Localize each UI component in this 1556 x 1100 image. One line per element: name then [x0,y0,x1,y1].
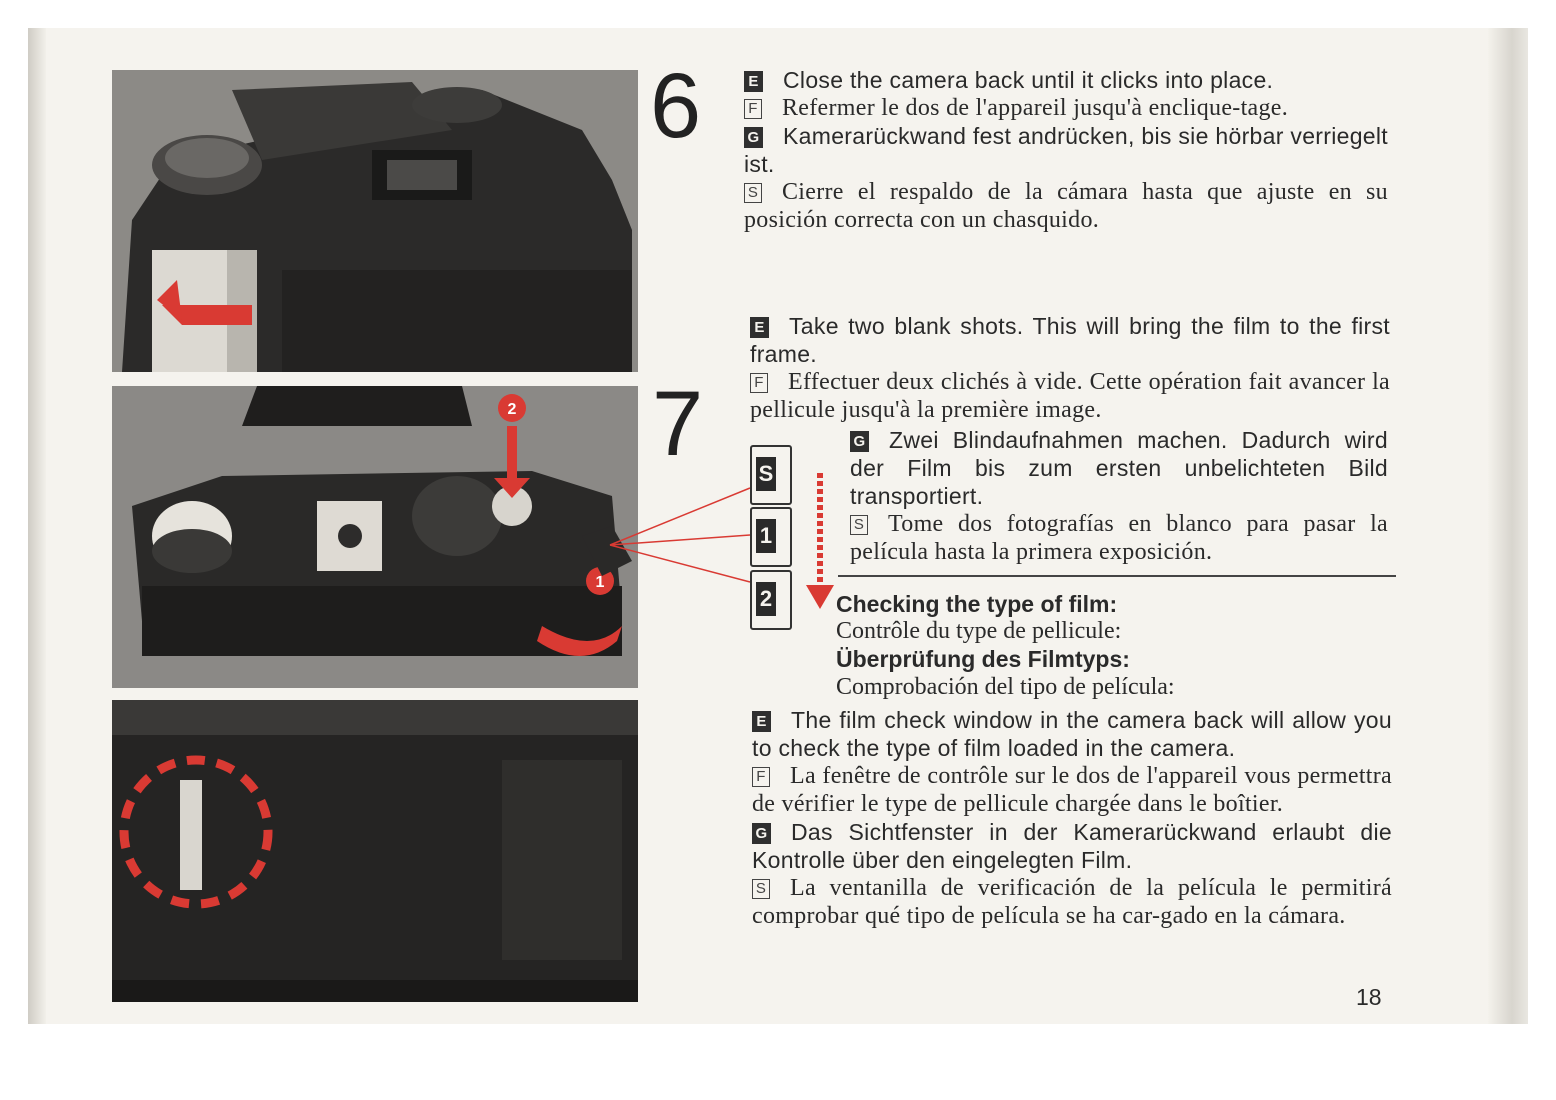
page-number: 18 [1356,984,1382,1010]
step6-f-text: Refermer le dos de l'appareil jusqu'à en… [782,95,1289,121]
step7-f-text: Effectuer deux clichés à vide. Cette opé… [750,369,1390,423]
counter-frame-2: 2 [750,570,792,630]
check-heading-f: Contrôle du type de pellicule: [836,618,1122,644]
check-heading-s: Comprobación del tipo de película: [836,674,1175,700]
check-s-text: La ventanilla de verificación de la pelí… [752,875,1392,929]
lang-badge-e: E [744,71,763,92]
step-number-6: 6 [650,55,702,157]
step7-s-text: Tome dos fotografías en blanco para pasa… [850,511,1388,565]
step6-text: E Close the camera back until it clicks i… [744,66,1388,234]
advance-arrow-icon [806,473,834,609]
lang-badge-g: G [752,823,771,844]
check-e-text: The film check window in the camera back… [752,707,1392,761]
lang-badge-f: F [744,99,762,119]
step6-s-text: Cierre el respaldo de la cámara hasta qu… [744,179,1388,233]
lang-badge-g: G [850,431,869,452]
badge-2: 2 [508,401,517,418]
step7-e-text: Take two blank shots. This will bring th… [750,313,1390,367]
check-heading-e: Checking the type of film: [836,591,1118,617]
step7-g-text: Zwei Blindaufnahmen machen. Dadurch wird… [850,427,1388,509]
counter-frame-1: 1 [750,507,792,567]
lang-badge-e: E [752,711,771,732]
step6-e: E Close the camera back until it clicks i… [744,66,1388,94]
check-heading-g: Überprüfung des Filmtyps: [836,646,1130,672]
lang-badge-f: F [750,373,768,393]
check-g-text: Das Sichtfenster in der Kamerarückwand e… [752,819,1392,873]
counter-label-s: S [756,457,776,491]
lang-badge-s: S [744,183,762,203]
step-number-7: 7 [652,373,704,475]
page-left-edge [28,28,46,1024]
lang-badge-e: E [750,317,769,338]
counter-label-2: 2 [756,582,776,616]
pointer-lines [609,487,751,583]
step6-e-text: Close the camera back until it clicks in… [783,67,1274,93]
lang-badge-s: S [850,515,868,535]
photo-film-check-window [112,700,638,1002]
step6-f: F Refermer le dos de l'appareil jusqu'à e… [744,94,1388,122]
counter-label-1: 1 [756,519,776,553]
badge-1: 1 [596,574,605,591]
photo-camera-back-closing [112,70,638,372]
lang-badge-g: G [744,127,763,148]
photo-camera-top-advance-lever: 2 1 [112,386,638,688]
step6-g-text: Kamerarückwand fest andrücken, bis sie h… [744,123,1388,177]
counter-frame-s: S [750,445,792,505]
frame-counter-graphic: S 1 2 [750,445,840,630]
check-f-text: La fenêtre de contrôle sur le dos de l'a… [752,763,1392,817]
lang-badge-s: S [752,879,770,899]
lang-badge-f: F [752,767,770,787]
section-divider [838,575,1396,577]
page-right-edge [1488,28,1528,1024]
